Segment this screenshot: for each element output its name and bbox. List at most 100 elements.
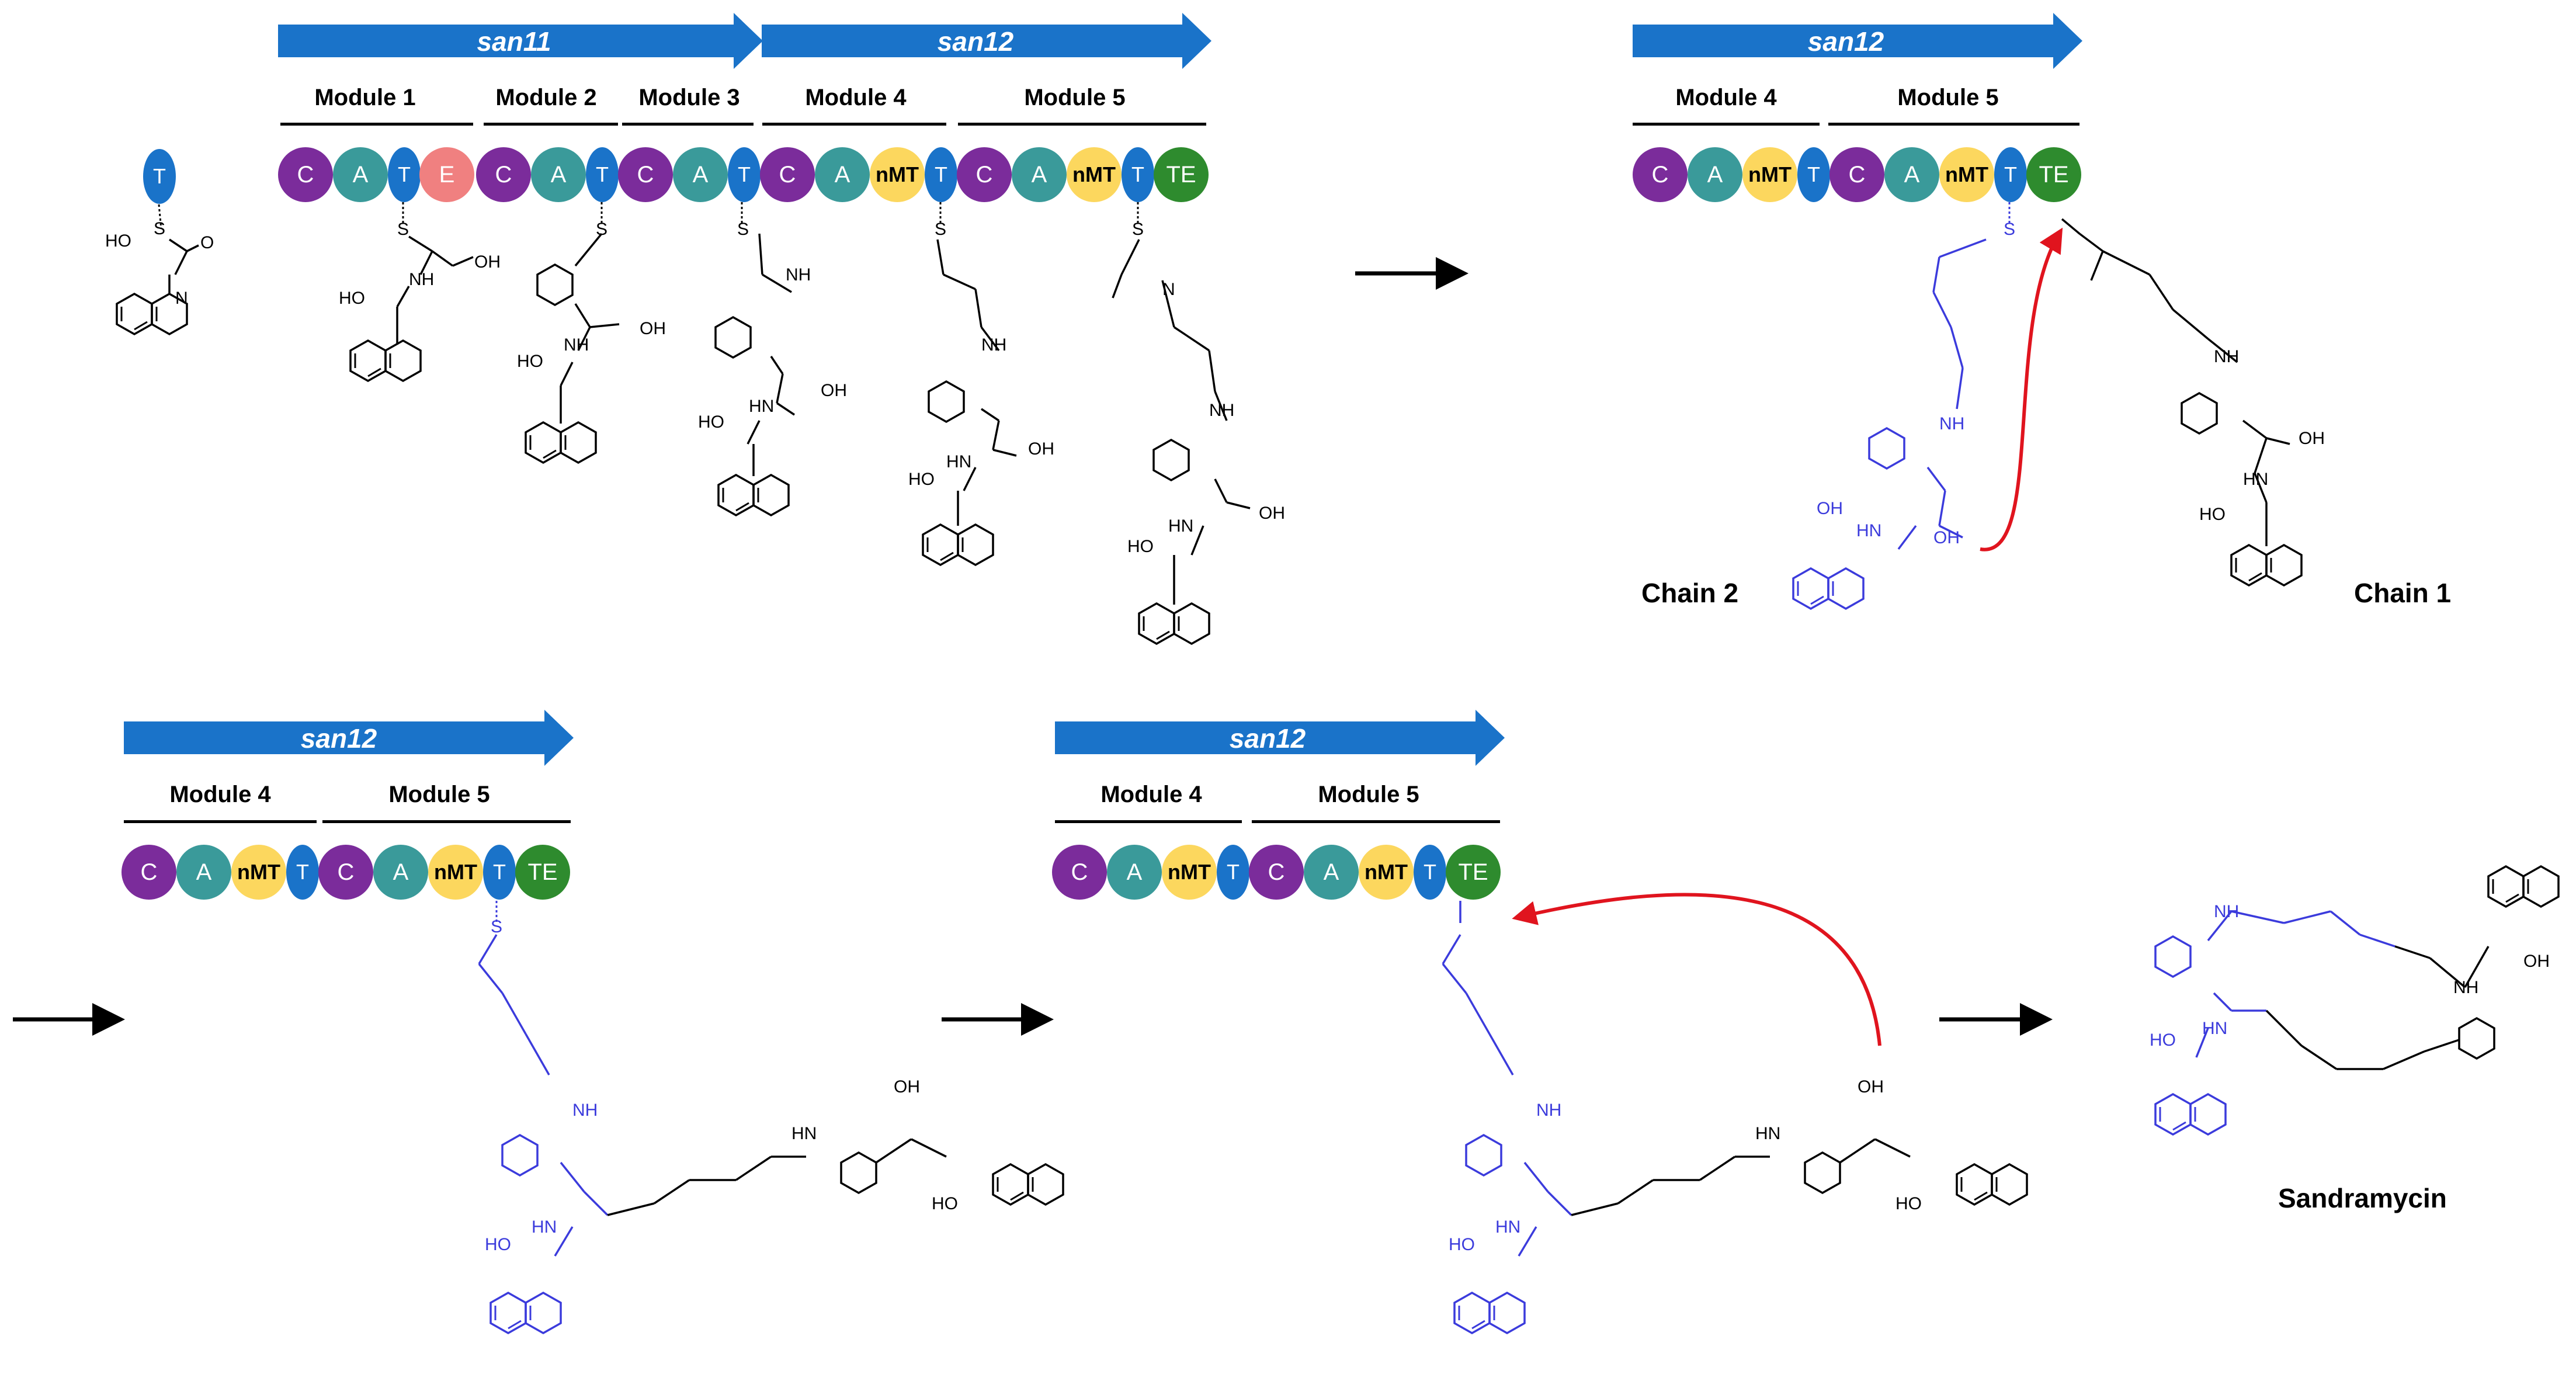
atom-nh-row2mid: NH <box>1536 1101 1561 1120</box>
module-2-bar <box>484 123 618 126</box>
module-5-label-top-left: Module 5 <box>1024 85 1126 110</box>
module-3-label: Module 3 <box>638 85 740 110</box>
m2-c-domain: C <box>476 147 531 202</box>
atom-oh-chain1: OH <box>2299 429 2325 448</box>
module-4-label-top-right: Module 4 <box>1675 85 1777 110</box>
atom-oh-m1: OH <box>474 252 501 272</box>
row2-middle-black-structure <box>1571 1138 2028 1216</box>
atom-hn-row2mid-black: HN <box>1755 1124 1780 1143</box>
atom-ho-row2mid-black: HO <box>1895 1194 1922 1213</box>
m4-a-domain-top-left: A <box>815 147 870 202</box>
atom-s-m3: S <box>737 220 749 239</box>
atom-ho-chain1: HO <box>2199 505 2226 524</box>
san12-label-top-right: san12 <box>1807 26 1884 57</box>
m5-t-domain-top-left: T <box>1122 147 1154 202</box>
module-1-bar <box>280 123 473 126</box>
chain-1-label: Chain 1 <box>2354 578 2452 608</box>
atom-oh-row2left-black: OH <box>894 1077 920 1097</box>
row2-left-black-structure <box>607 1138 1064 1216</box>
module-4-intermediate-structure <box>922 202 1017 566</box>
m5-a-domain-top-right: A <box>1884 147 1939 202</box>
san11-label: san11 <box>477 26 551 57</box>
m5-t-domain-bottom-middle: T <box>1414 845 1446 900</box>
atom-hn-m3: HN <box>749 397 774 416</box>
module-4-bar-bottom-left <box>124 820 317 823</box>
m5-nmt-domain-top-left: nMT <box>1067 147 1122 202</box>
module-5-label-bottom-middle: Module 5 <box>1318 782 1419 807</box>
atom-s-chain2: S <box>2004 220 2015 239</box>
atom-s-row2left: S <box>491 917 502 936</box>
row2-left-blue-structure <box>478 901 609 1334</box>
sandramycin-black-half <box>2265 865 2560 1070</box>
m5-c-domain-top-left: C <box>957 147 1012 202</box>
m5-c-domain-bottom-middle: C <box>1249 845 1304 900</box>
atom-ho-loaded: HO <box>105 231 131 251</box>
standalone-t-domain: T <box>143 149 176 204</box>
atom-s-loaded: S <box>154 219 165 238</box>
m3-a-domain: A <box>673 147 728 202</box>
san12-gene-arrow-bottom-left <box>124 710 574 766</box>
atom-ho-m5: HO <box>1127 537 1154 556</box>
module-2-intermediate-structure <box>525 202 620 464</box>
transfer-arrow-chain <box>1980 227 2063 551</box>
m5-c-domain-bottom-left: C <box>318 845 373 900</box>
atom-hn-row2mid: HN <box>1495 1217 1520 1237</box>
module-5-bar-bottom-middle <box>1252 820 1500 823</box>
m5-nmt-domain-top-right: nMT <box>1939 147 1994 202</box>
m5-te-domain-top-right: TE <box>2026 147 2081 202</box>
m5-a-domain-bottom-left: A <box>373 845 428 900</box>
m5-nmt-domain-bottom-left: nMT <box>428 845 483 900</box>
atom-oh2-chain2: OH <box>1817 499 1843 518</box>
atom-n-loaded: N <box>175 289 188 308</box>
module-4-bar-bottom-middle <box>1055 820 1242 823</box>
san12-gene-arrow-bottom-middle <box>1055 710 1505 766</box>
atom-nh-m4: NH <box>981 335 1006 355</box>
atom-hn-row2left-black: HN <box>791 1124 817 1143</box>
row2-middle-blue-structure <box>1442 901 1572 1334</box>
chain-1-structure <box>2061 218 2303 587</box>
atom-hn-m5: HN <box>1168 516 1193 536</box>
module-1-label: Module 1 <box>314 85 416 110</box>
atom-ho-sandramycin: HO <box>2150 1030 2176 1050</box>
atom-hn-chain1: HN <box>2243 470 2268 489</box>
atom-oh-row2mid-black: OH <box>1858 1077 1884 1097</box>
m4-nmt-domain-top-right: nMT <box>1742 147 1797 202</box>
module-4-bar-top-right <box>1633 123 1820 126</box>
m1-t-domain: T <box>388 147 421 202</box>
m4-t-domain-bottom-middle: T <box>1217 845 1249 900</box>
m5-t-domain-top-right: T <box>1994 147 2027 202</box>
m4-c-domain-top-left: C <box>760 147 815 202</box>
m4-a-domain-top-right: A <box>1688 147 1742 202</box>
atom-nh-sandramycin-black: NH <box>2453 978 2478 997</box>
atom-s-m1: S <box>397 220 409 239</box>
atom-hn-chain2: HN <box>1856 521 1881 540</box>
atom-nh-row2left: NH <box>572 1101 598 1120</box>
m4-t-domain-bottom-left: T <box>286 845 319 900</box>
m5-a-domain-bottom-middle: A <box>1304 845 1359 900</box>
atom-hn-row2left: HN <box>532 1217 557 1237</box>
m5-a-domain-top-left: A <box>1012 147 1067 202</box>
m1-c-domain: C <box>278 147 333 202</box>
transfer-arrow-cyclization <box>1512 893 1881 1046</box>
m2-a-domain: A <box>531 147 586 202</box>
module-4-bar-top-left <box>762 123 946 126</box>
chain-2-label: Chain 2 <box>1641 578 1739 608</box>
m4-nmt-domain-bottom-middle: nMT <box>1162 845 1217 900</box>
atom-nh-sandramycin: NH <box>2214 902 2239 921</box>
m5-te-domain-bottom-middle: TE <box>1446 845 1501 900</box>
atom-ho-m3: HO <box>698 412 724 432</box>
module-2-label: Module 2 <box>495 85 597 110</box>
module-4-label-top-left: Module 4 <box>805 85 907 110</box>
module-1-intermediate-structure <box>349 202 474 382</box>
module-5-bar-top-right <box>1828 123 2079 126</box>
m2-t-domain: T <box>586 147 619 202</box>
m4-c-domain-bottom-middle: C <box>1052 845 1107 900</box>
atom-ho-row2left: HO <box>485 1235 511 1254</box>
loaded-quinoline-structure <box>116 204 199 335</box>
atom-nh-chain1: NH <box>2214 347 2239 366</box>
atom-nh-chain2: NH <box>1939 414 1964 433</box>
module-5-bar-bottom-left <box>322 820 571 823</box>
atom-oh-m5: OH <box>1259 504 1285 523</box>
m1-e-domain: E <box>419 147 474 202</box>
